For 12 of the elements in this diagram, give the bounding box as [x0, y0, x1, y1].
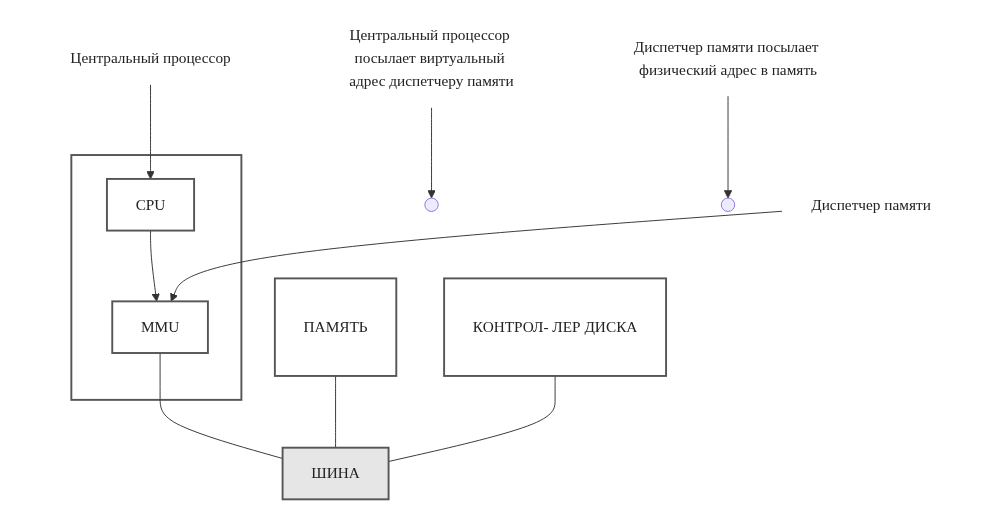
node-box: CPU: [106, 178, 196, 232]
node-text: Центральный процессор: [70, 49, 232, 67]
node-box: MMU: [111, 300, 210, 354]
cluster: [70, 154, 243, 401]
connector-line: [388, 375, 556, 462]
node-text: Диспетчер памяти: [811, 196, 932, 213]
connector-line: [335, 375, 337, 449]
node-box: ПАМЯТЬ: [274, 277, 398, 377]
node-box: КОНТРОЛ- ЛЕР ДИСКА: [443, 277, 668, 377]
node-text: Центральный процессор посылает виртуальный адрес диспетчеру памяти: [349, 26, 515, 90]
node-text: Диспетчер памяти посылает физический адрес в память: [634, 38, 819, 78]
node-box: ШИНА: [282, 446, 390, 501]
